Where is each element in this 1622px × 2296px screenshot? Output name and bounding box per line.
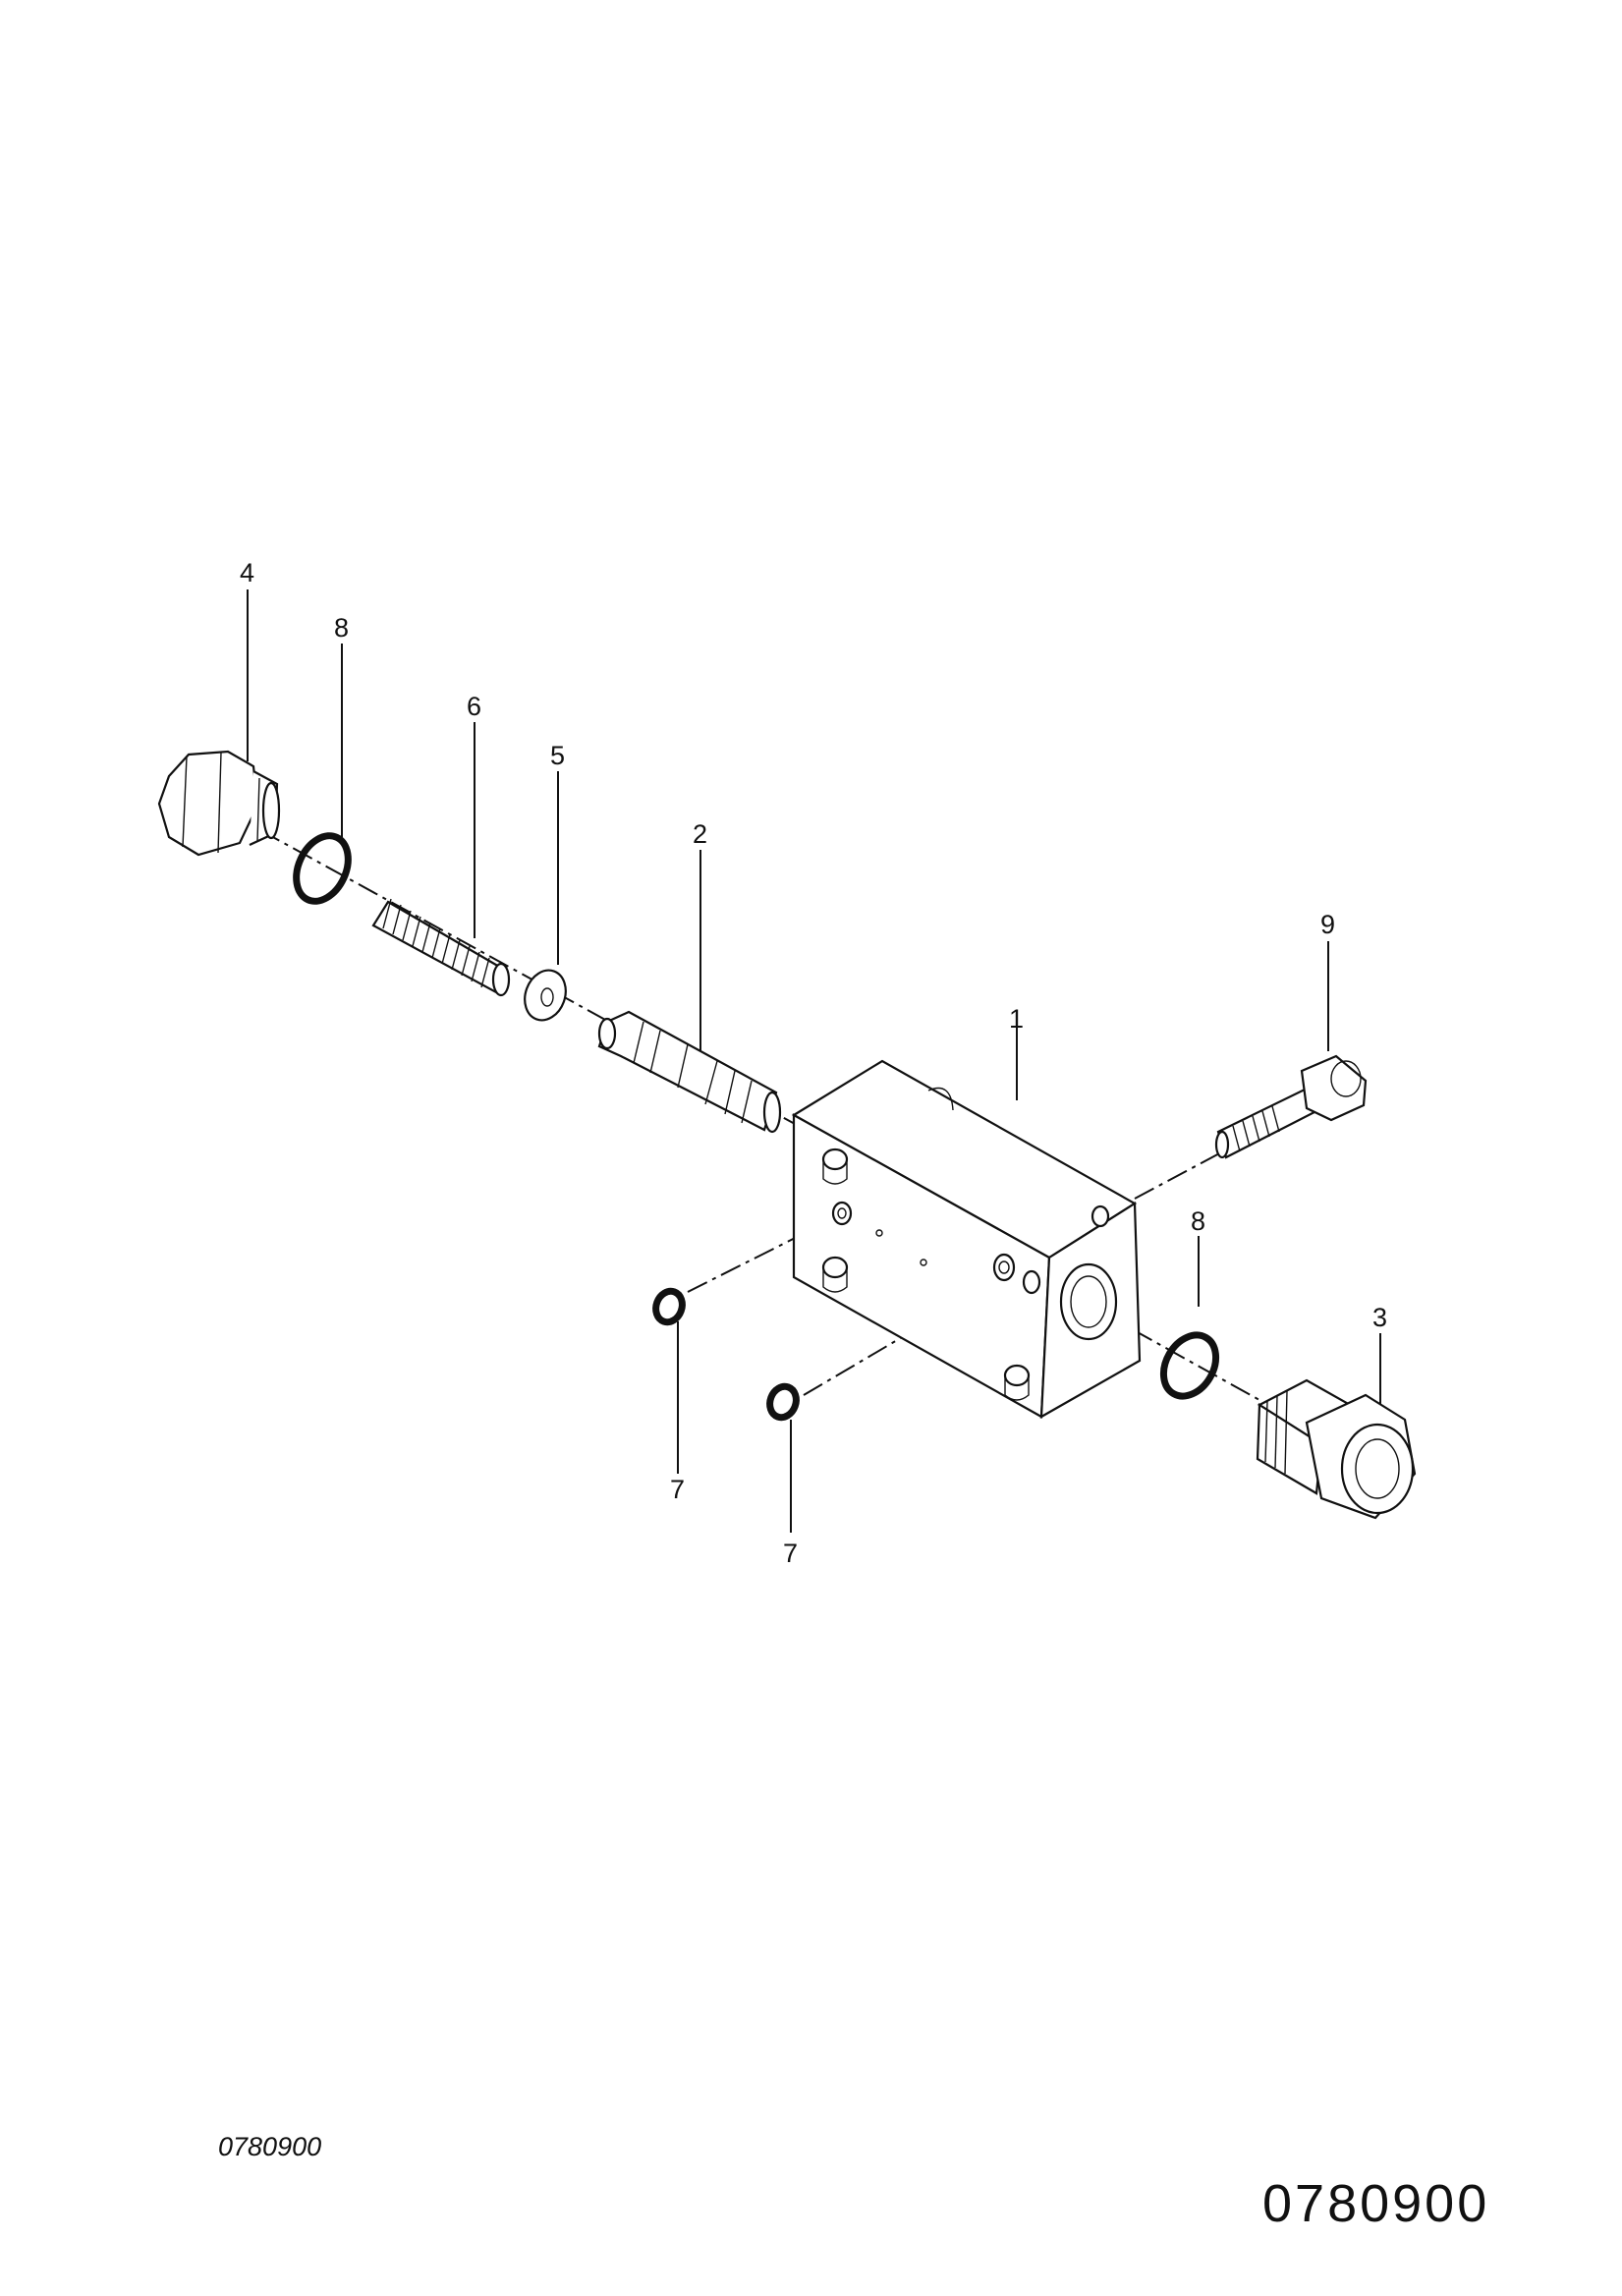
- callout-label: 3: [1372, 1303, 1387, 1332]
- drawing-number-small: 0780900: [218, 2132, 322, 2161]
- washer-icon: [524, 969, 567, 1022]
- o-ring-icon: [766, 1382, 800, 1422]
- callout-label: 8: [1191, 1206, 1205, 1236]
- o-ring-icon: [1159, 1331, 1220, 1400]
- callout-label: 6: [467, 692, 481, 721]
- spool-icon: [597, 1010, 782, 1134]
- leader-lines: [247, 589, 1381, 1533]
- callout-label: 5: [550, 741, 565, 770]
- o-ring-icon: [293, 832, 352, 905]
- callout-label: 1: [1009, 1004, 1024, 1034]
- o-ring-icon: [652, 1287, 686, 1326]
- callout-labels: 4 8 6 5 2 9 1 8 3 7 7: [240, 558, 1387, 1568]
- valve-body-icon: [791, 1059, 1142, 1419]
- callout-label: 4: [240, 558, 254, 588]
- callout-label: 9: [1320, 910, 1335, 939]
- connector-icon: [1256, 1378, 1417, 1520]
- callout-label: 7: [670, 1475, 685, 1504]
- callout-label: 7: [783, 1539, 798, 1568]
- callout-label: 2: [693, 819, 707, 849]
- spring-icon: [371, 898, 511, 997]
- drawing-number-large: 0780900: [1262, 2174, 1490, 2233]
- socket-head-bolt-icon: [1214, 1054, 1368, 1159]
- callout-label: 8: [334, 613, 349, 643]
- plug-icon: [157, 750, 281, 857]
